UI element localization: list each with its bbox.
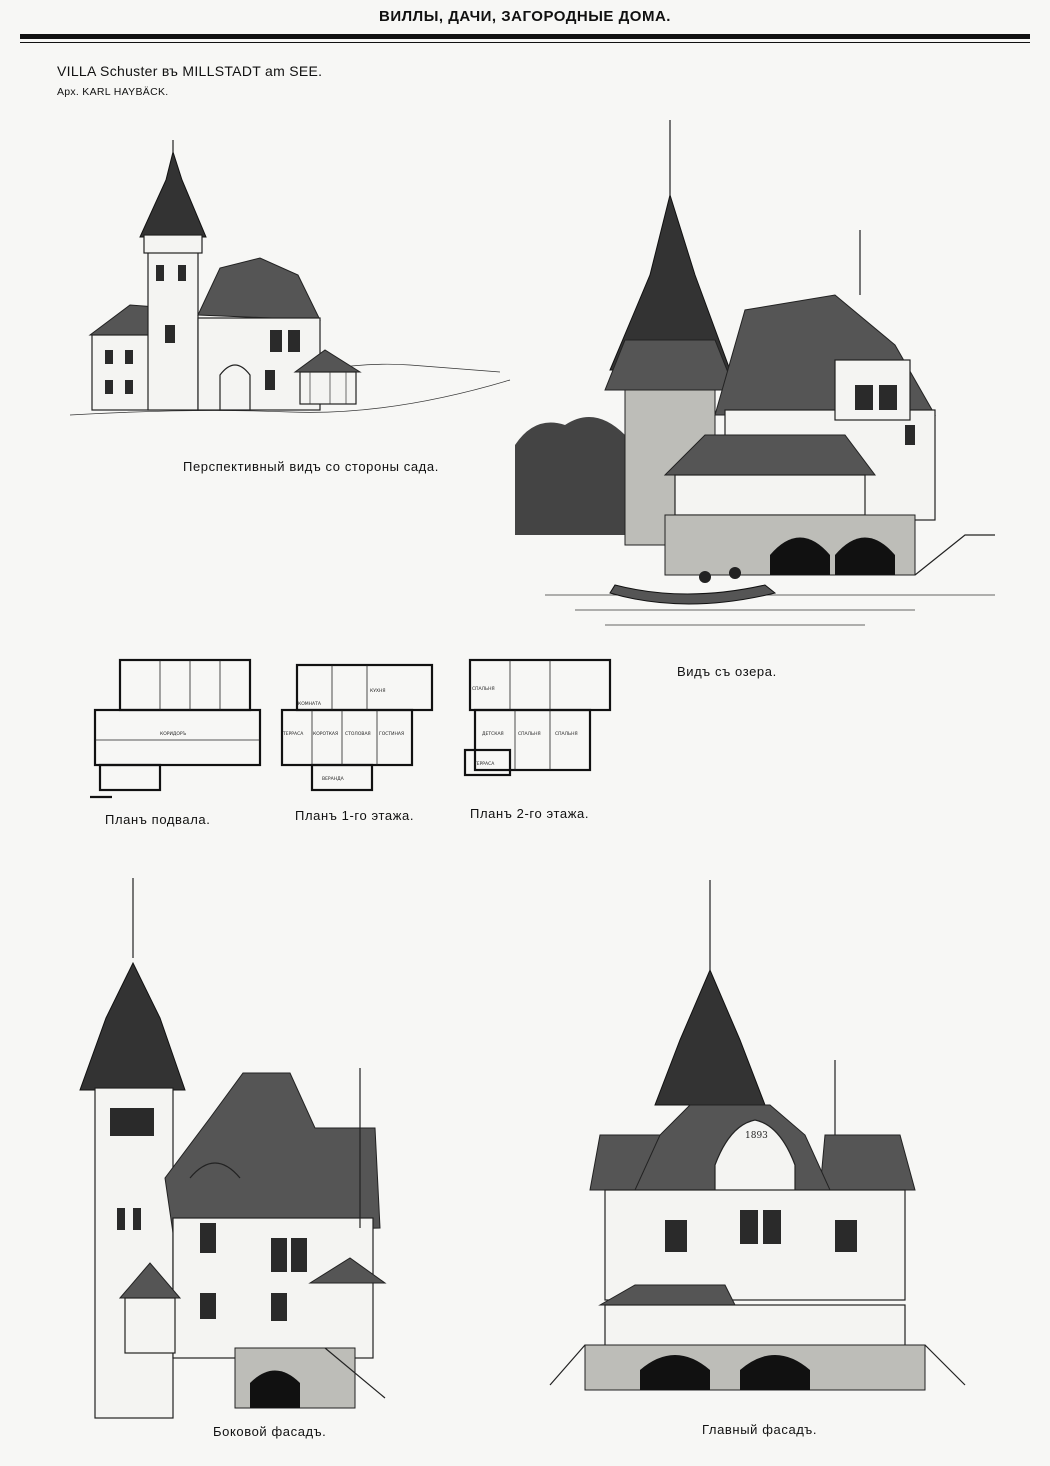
second-floor-room-label: СПАЛЬНЯ	[518, 731, 541, 737]
side-facade-illustration	[79, 878, 387, 1419]
second-floor-room-label: ДЕТСКАЯ	[482, 731, 504, 737]
first-floor-plan-caption: Планъ 1-го этажа.	[295, 808, 415, 823]
second-floor-room-label: ТЕРРАСА	[473, 761, 495, 767]
second-floor-room-label: СПАЛЬНЯ	[555, 731, 578, 737]
second-floor-plan-caption: Планъ 2-го этажа.	[470, 806, 590, 821]
first-floor-room-label: ВЕРАНДА	[322, 776, 345, 782]
main-facade-caption: Главный фасадъ.	[702, 1422, 818, 1437]
first-floor-room-label: КОРОТКАЯ	[313, 731, 338, 737]
first-floor-room-label: КУХНЯ	[370, 688, 386, 694]
header-rule-thick	[20, 34, 1030, 39]
lake-view-caption: Видъ съ озера.	[677, 664, 777, 679]
page-header-title: ВИЛЛЫ, ДАЧИ, ЗАГОРОДНЫЕ ДОМА.	[379, 8, 671, 25]
basement-plan-caption: Планъ подвала.	[105, 812, 211, 827]
first-floor-room-label: КОМНАТА	[298, 701, 322, 707]
basement-plan: КОРИДОРЪ	[90, 658, 262, 799]
lake-view-illustration	[515, 120, 995, 626]
garden-perspective-illustration	[69, 140, 511, 416]
first-floor-room-label: СТОЛОВАЯ	[345, 731, 371, 737]
facade-year: 1893	[745, 1131, 768, 1141]
second-floor-room-label: СПАЛЬНЯ	[472, 686, 495, 692]
side-facade-caption: Боковой фасадъ.	[213, 1424, 327, 1439]
header-rule-thin	[20, 42, 1030, 43]
first-floor-plan: КОМНАТА КУХНЯ ТЕРРАСА КОРОТКАЯ СТОЛОВАЯ …	[280, 663, 434, 792]
architect-credit: Арх. KARL HAYBÄCK.	[57, 86, 169, 98]
first-floor-room-label: ГОСТИНАЯ	[379, 731, 404, 737]
main-facade-illustration: 1893	[549, 880, 966, 1391]
garden-perspective-caption: Перспективный видъ со стороны сада.	[183, 459, 439, 474]
villa-title: VILLA Schuster въ MILLSTADT am SEE.	[57, 63, 323, 79]
first-floor-room-label: ТЕРРАСА	[282, 731, 304, 737]
second-floor-plan: СПАЛЬНЯ ДЕТСКАЯ СПАЛЬНЯ СПАЛЬНЯ ТЕРРАСА	[463, 658, 612, 777]
basement-room-label: КОРИДОРЪ	[160, 731, 187, 737]
